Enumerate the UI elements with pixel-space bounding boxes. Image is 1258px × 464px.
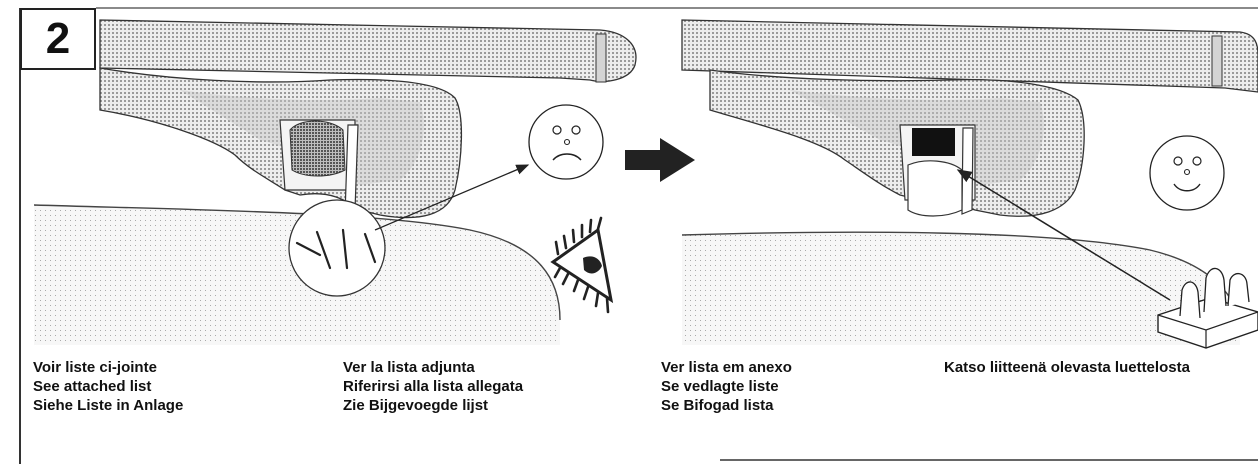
clamp-pad-right [912, 128, 955, 156]
roof-bar-right [681, 19, 1258, 93]
caption-italian: Riferirsi alla lista allegata [343, 378, 524, 395]
caption-portuguese: Ver lista em anexo [661, 359, 792, 376]
clamp-pad-left [289, 120, 346, 177]
pointer-arrow-right [956, 169, 1171, 301]
caption-swedish: Se Bifogad lista [661, 397, 774, 414]
impact-lines [295, 228, 377, 270]
sad-face-icon [528, 104, 604, 180]
caption-english: See attached list [33, 378, 152, 395]
caption-group-1: Voir liste ci-jointe See attached list S… [33, 358, 183, 415]
caption-dutch: Zie Bijgevoegde lijst [343, 397, 489, 414]
bar-end-cap-right [1211, 35, 1223, 87]
step-number: 2 [45, 14, 71, 63]
caption-spanish: Ver la lista adjunta [343, 359, 475, 376]
transition-arrow-icon [625, 138, 695, 182]
car-roof-right [682, 232, 1240, 345]
happy-face-icon [1149, 135, 1225, 211]
step-number-box: 2 [20, 8, 96, 70]
clamp-bracket-right [961, 127, 974, 215]
bar-end-cap-left [595, 33, 607, 83]
caption-group-2: Ver la lista adjunta Riferirsi alla list… [343, 358, 523, 415]
pointer-arrow-left [374, 164, 530, 231]
magnifier-circle [288, 199, 386, 297]
caption-german: Siehe Liste in Anlage [33, 397, 184, 414]
caption-group-3: Ver lista em anexo Se vedlagte liste Se … [661, 358, 792, 415]
foot-housing-right [709, 69, 1085, 217]
roof-bar-left [99, 19, 637, 83]
clamp-jaw-right [907, 160, 963, 217]
car-roof-edge-left [33, 204, 561, 321]
caption-group-4: Katso liitteenä olevasta luettelosta [944, 358, 1258, 377]
caption-finnish: Katso liitteenä olevasta luettelosta [944, 359, 1190, 376]
eye-icon [550, 216, 614, 314]
caption-danish: Se vedlagte liste [661, 378, 779, 395]
foot-housing-left [99, 67, 463, 219]
caption-french: Voir liste ci-jointe [33, 359, 157, 376]
rubber-pad-part-icon [1157, 267, 1258, 349]
